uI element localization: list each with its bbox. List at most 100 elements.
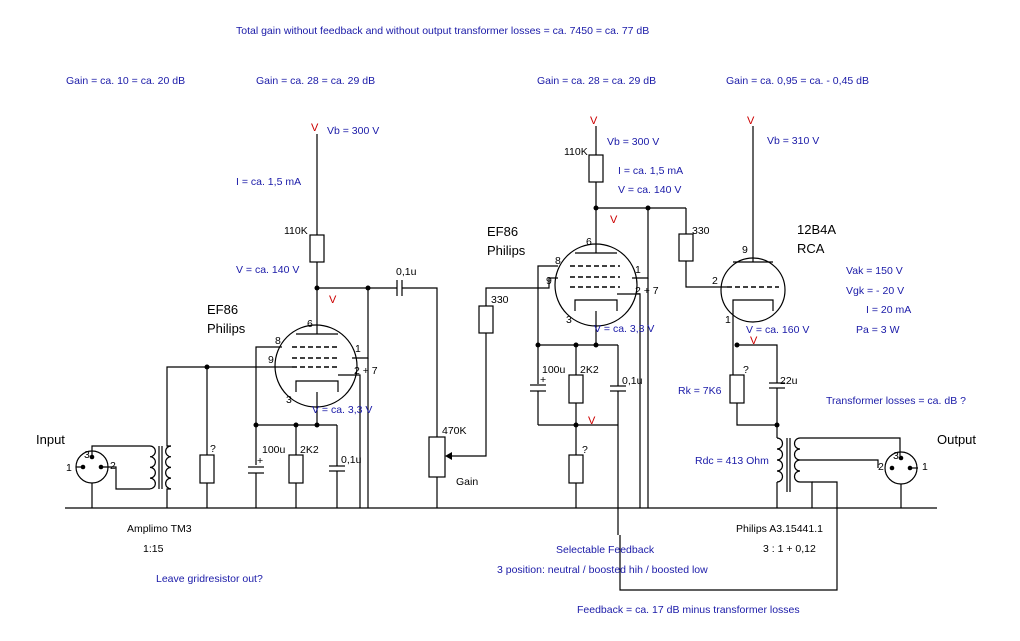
feedback-wire	[619, 481, 838, 591]
stage1-pin9: 9	[268, 354, 274, 366]
stage2-vb: Vb = 300 V	[607, 136, 659, 148]
gridresistor-note: Leave gridresistor out?	[156, 573, 263, 585]
stage2-screen-cap	[610, 345, 626, 535]
grid-resistor-label: ?	[210, 443, 216, 455]
stage3-cathode-voltage: V = ca. 160 V	[746, 324, 809, 336]
gain-pot-caption: Gain	[456, 476, 478, 488]
stage1-cathode-voltage: V = ca. 3,3 V	[312, 404, 372, 416]
stage2-plate-voltage: V = ca. 140 V	[618, 184, 681, 196]
coupling-cap	[396, 280, 403, 296]
output-label: Output	[937, 432, 976, 447]
input-label: Input	[36, 432, 65, 447]
node-transformer-primary	[774, 422, 780, 428]
stage2-screen-cap-label: 0,1u	[622, 375, 643, 387]
stage2-plate-resistor-label: 110K	[564, 146, 588, 158]
stage2-pin1: 1	[635, 264, 641, 276]
output-transformer-name: Philips A3.15441.1	[736, 523, 823, 535]
stage3-power: Pa = 3 W	[856, 324, 900, 336]
coupling-wire-b	[402, 287, 438, 437]
stage1-pin27-wire	[338, 374, 361, 508]
stage3-tube-type: 12B4A	[797, 222, 836, 237]
svg-text:+: +	[257, 455, 263, 467]
stage2-pin27-wire	[617, 293, 641, 508]
input-pin3: 3	[84, 449, 90, 461]
node-cathode1-c	[314, 422, 320, 428]
grid1-wire	[166, 366, 270, 447]
gain-pot-arrow	[445, 452, 452, 460]
stage2-grid-stopper-label: 330	[491, 294, 509, 306]
stage2-gain-note: Gain = ca. 28 = ca. 29 dB	[537, 75, 656, 87]
node-cathode1-a	[253, 422, 259, 428]
input-wire-hot	[91, 445, 150, 457]
stage3-grid-wire-b	[685, 261, 727, 288]
input-transformer-ratio: 1:15	[143, 543, 164, 555]
stage3-cathode-resistor-label: ?	[743, 364, 749, 376]
stage2-tube-type: EF86	[487, 224, 518, 239]
stage2-pin3: 3	[566, 314, 572, 326]
output-transformer	[776, 437, 801, 492]
stage2-node-v1: V	[588, 415, 596, 427]
node-cathode2-c	[593, 342, 599, 348]
node-grid1	[204, 364, 210, 370]
input-gain-note: Gain = ca. 10 = ca. 20 dB	[66, 75, 185, 87]
input-pin2: 2	[110, 460, 116, 472]
output-transformer-ratio: 3 : 1 + 0,12	[763, 543, 816, 555]
input-transformer-name: Amplimo TM3	[127, 523, 192, 535]
output-wire-cold	[800, 459, 879, 468]
stage2-cathode-resistor	[568, 374, 584, 404]
stage3-vb: Vb = 310 V	[767, 135, 819, 147]
output-connector	[884, 451, 918, 508]
stage2-tube-maker: Philips	[487, 243, 526, 258]
stage1-plate-resistor	[309, 234, 325, 263]
output-wire-hot	[800, 437, 901, 456]
total-gain-note: Total gain without feedback and without …	[236, 25, 649, 37]
stage2-cathode-cap-label: 100u	[542, 364, 566, 376]
stage3-rk-bottom	[736, 403, 777, 426]
stage1-pin8: 8	[275, 335, 281, 347]
stage2-grid-stopper	[478, 305, 494, 334]
gain-pot-wiper	[447, 333, 487, 457]
grid-resistor	[199, 454, 215, 484]
stage2-cathode-resistor-label: 2K2	[580, 364, 599, 376]
stage3-grid-stopper	[678, 233, 694, 262]
stage2-pin8: 8	[555, 255, 561, 267]
stage3-gain-note: Gain = ca. 0,95 = ca. - 0,45 dB	[726, 75, 869, 87]
stage1-cathode-cap-label: 100u	[262, 444, 286, 456]
stage3-pin1: 1	[725, 314, 731, 326]
stage1-pin3: 3	[286, 394, 292, 406]
stage2-cathode-cap: +	[530, 374, 546, 425]
output-pin3: 3	[893, 450, 899, 462]
coupling-cap-label: 0,1u	[396, 266, 417, 278]
output-losses: Transformer losses = ca. dB ?	[826, 395, 966, 407]
stage1-screen-cap	[329, 425, 345, 508]
input-wire-cold	[101, 466, 150, 490]
stage3-tube	[720, 257, 786, 323]
input-connector	[75, 450, 109, 508]
stage2-plate-resistor	[588, 154, 604, 183]
stage1-current: I = ca. 1,5 mA	[236, 176, 301, 188]
stage3-vak: Vak = 150 V	[846, 265, 903, 277]
stage3-cathode-resistor	[729, 374, 745, 404]
stage1-plate-node: V	[329, 294, 337, 306]
stage1-tube	[274, 324, 358, 408]
stage3-vb-symbol: V	[747, 115, 755, 127]
stage1-pin6: 6	[307, 318, 313, 330]
stage2-feedback-resistor-label: ?	[582, 444, 588, 456]
input-tr-ground	[166, 488, 171, 508]
stage1-pin1: 1	[355, 343, 361, 355]
stage2-pin27: 2 + 7	[635, 285, 659, 297]
stage1-plate-voltage: V = ca. 140 V	[236, 264, 299, 276]
stage3-cap	[769, 382, 785, 438]
stage2-grid-wire	[485, 277, 558, 306]
stage1-pin27: 2 + 7	[354, 365, 378, 377]
stage1-cathode-cap: +	[248, 455, 264, 508]
input-transformer	[149, 445, 172, 490]
stage3-grid-stopper-label: 330	[692, 225, 710, 237]
input-pin1: 1	[66, 462, 72, 474]
stage2-cathode-voltage: V = ca. 3,3 V	[594, 323, 654, 335]
svg-text:+: +	[540, 374, 546, 386]
stage1-vb-symbol: V	[311, 122, 319, 134]
stage1-screen-cap-label: 0,1u	[341, 454, 362, 466]
node-cathode2-a	[535, 342, 541, 348]
